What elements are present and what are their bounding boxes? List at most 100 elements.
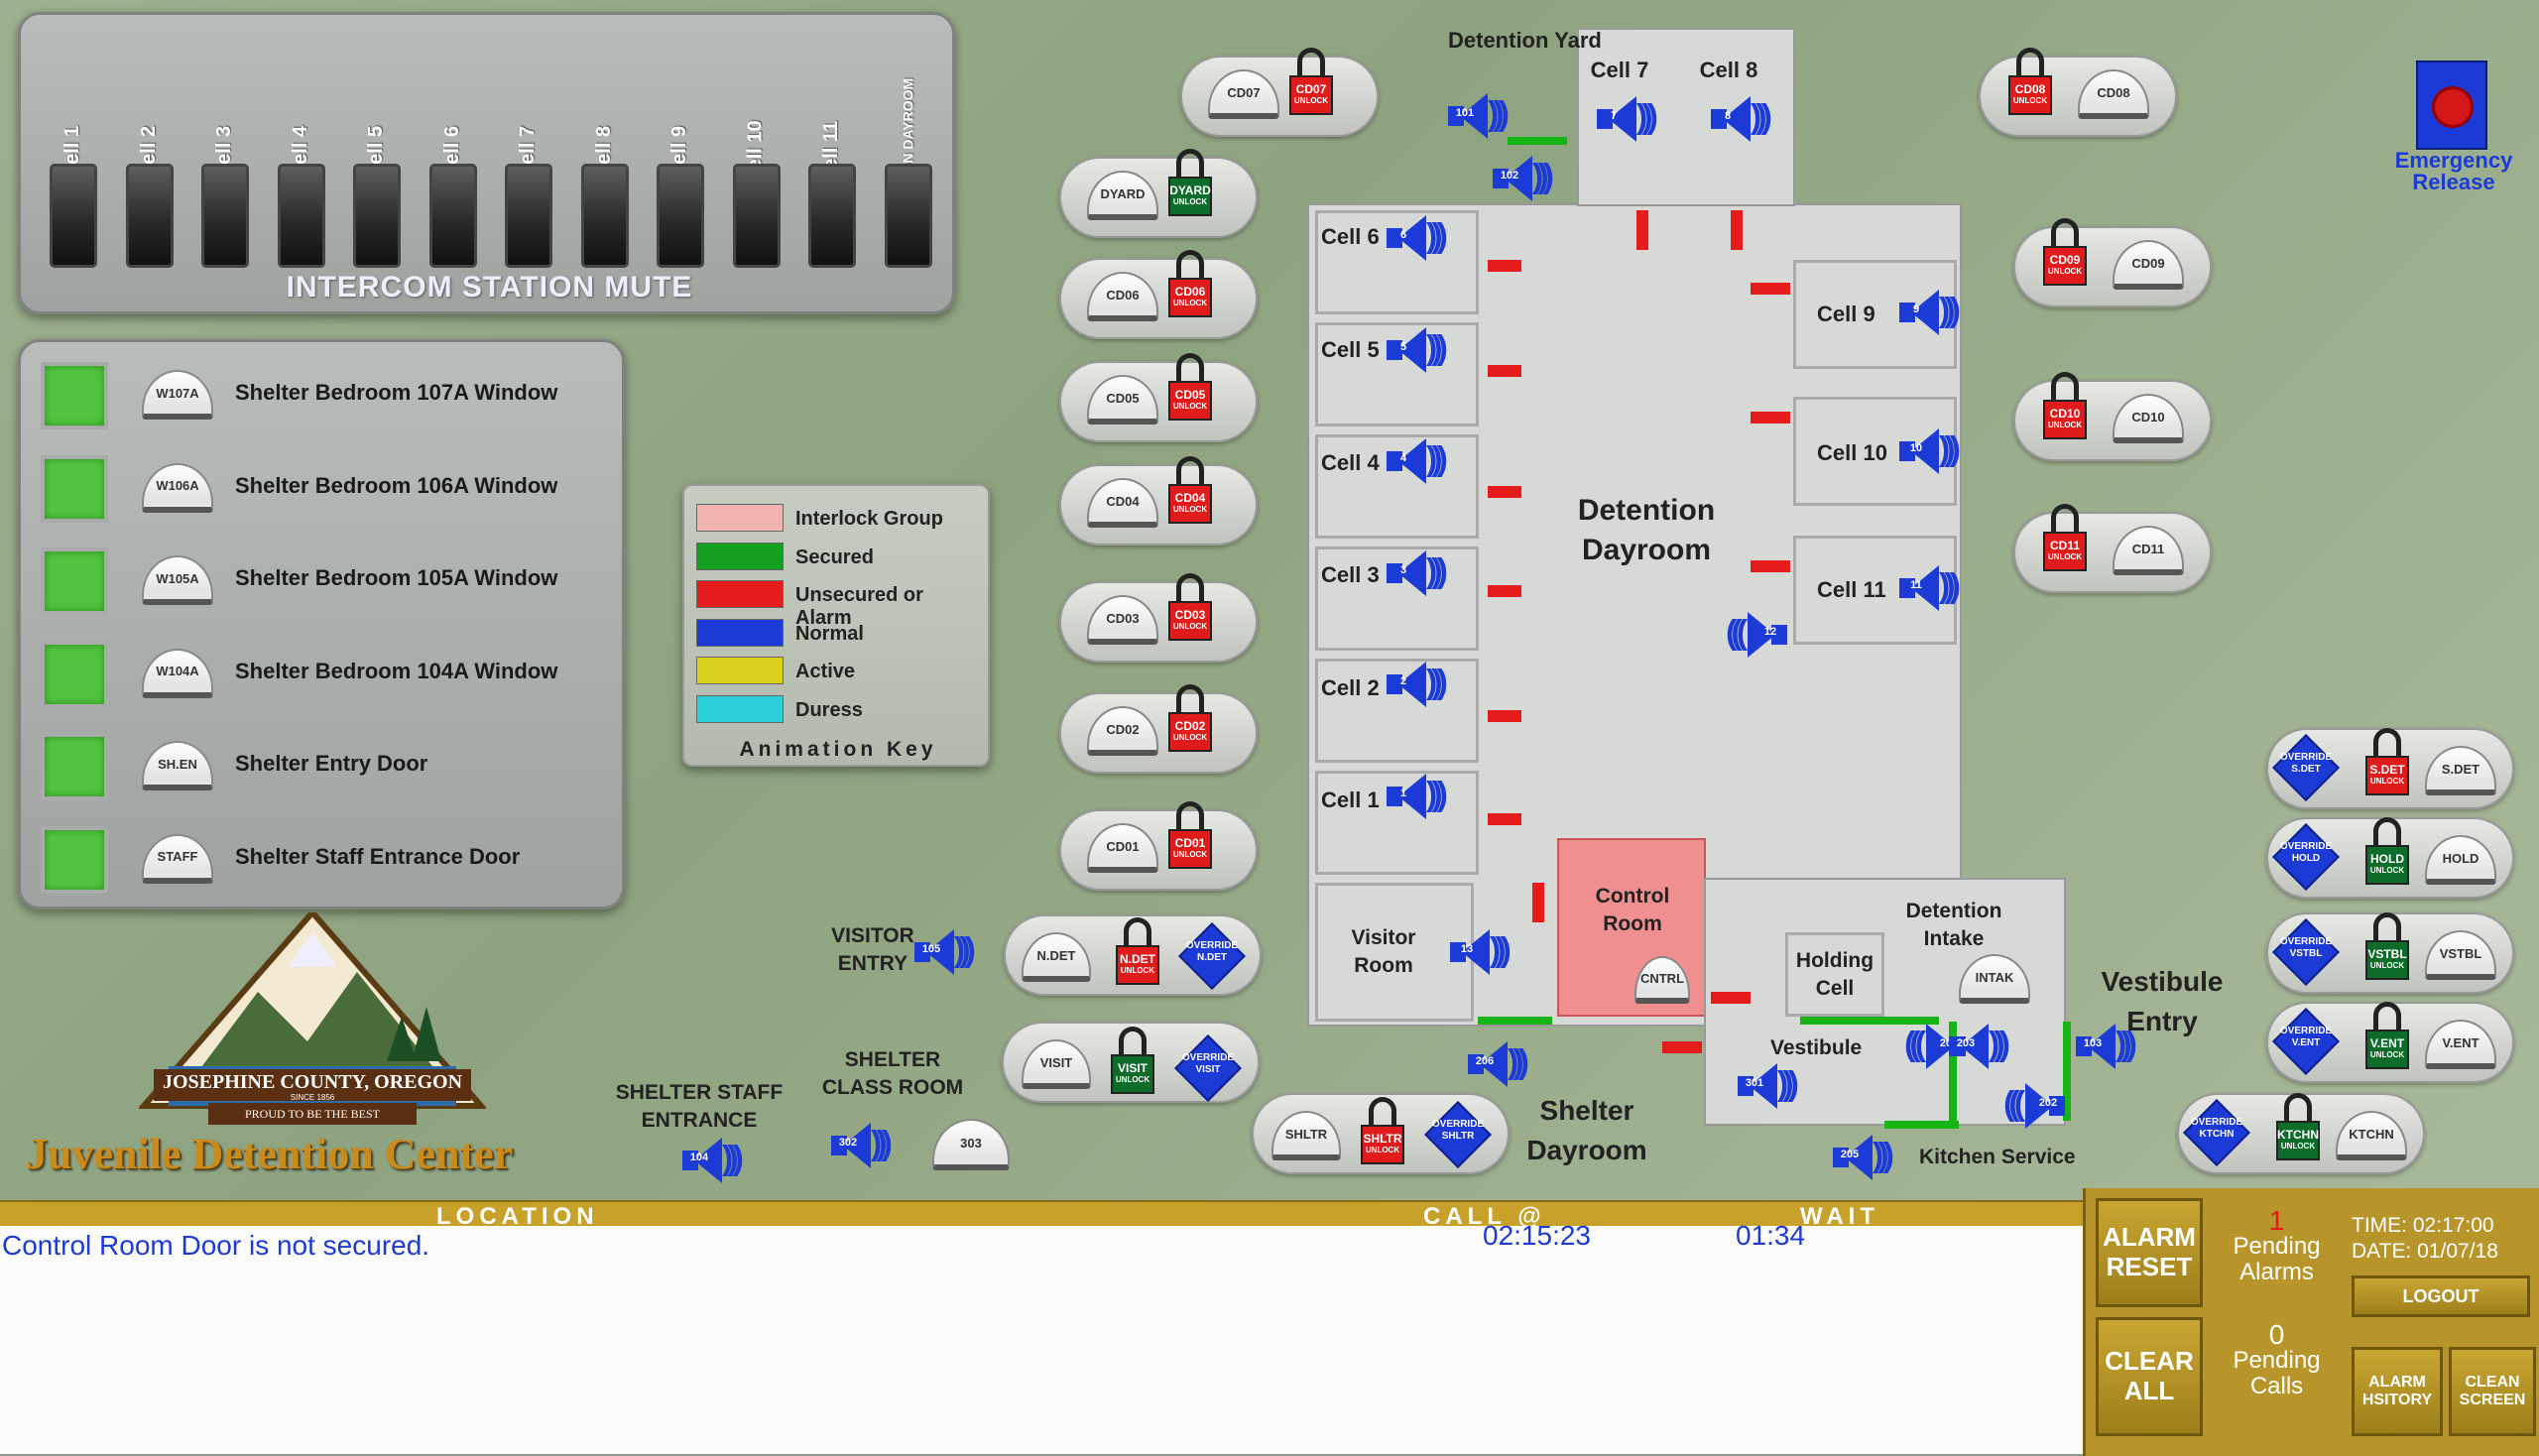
- intercom-mute-switch[interactable]: [732, 164, 781, 268]
- intercom-speaker-icon[interactable]: )))4: [1387, 436, 1458, 486]
- door-dome-button[interactable]: CD11: [2113, 526, 2184, 575]
- door-dome-button[interactable]: DYARD: [1087, 171, 1158, 220]
- shelter-door-status-button[interactable]: [41, 825, 108, 894]
- intercom-speaker-icon[interactable]: )))301: [1738, 1061, 1809, 1111]
- intercom-speaker-icon[interactable]: )))9: [1899, 288, 1971, 337]
- intercom-speaker-icon[interactable]: )))3: [1387, 548, 1458, 598]
- clean-screen-button[interactable]: CLEAN SCREEN: [2449, 1347, 2536, 1436]
- override-button[interactable]: OVERRIDE V.ENT: [2272, 1008, 2340, 1075]
- override-button[interactable]: OVERRIDE HOLD: [2272, 823, 2340, 891]
- door-dome-button[interactable]: CD09: [2113, 240, 2184, 290]
- intercom-speaker-icon[interactable]: )))1: [1387, 772, 1458, 821]
- door-dome-button[interactable]: STAFF: [142, 833, 213, 884]
- door-dome-button[interactable]: CNTRL: [1634, 956, 1690, 1004]
- intercom-speaker-icon[interactable]: )))5: [1387, 325, 1458, 375]
- intercom-speaker-icon[interactable]: )))202: [1994, 1081, 2065, 1131]
- intercom-mute-switch[interactable]: [505, 164, 552, 268]
- intercom-speaker-icon[interactable]: )))203: [1949, 1022, 2020, 1071]
- clear-all-button[interactable]: CLEAR ALL: [2096, 1317, 2203, 1436]
- intercom-speaker-icon[interactable]: )))6: [1387, 213, 1458, 263]
- override-button[interactable]: OVERRIDE VSTBL: [2272, 918, 2340, 986]
- alarm-row[interactable]: Control Room Door is not secured. 02:15:…: [0, 1220, 2083, 1266]
- intercom-mute-switch[interactable]: [884, 164, 932, 268]
- door-dome-button[interactable]: CD01: [1087, 823, 1158, 873]
- override-button[interactable]: OVERRIDE VISIT: [1174, 1034, 1242, 1102]
- door-dome-button[interactable]: W104A: [142, 648, 213, 698]
- intercom-mute-switch[interactable]: [277, 164, 325, 268]
- shelter-door-status-button[interactable]: [41, 640, 108, 708]
- door-dome-button[interactable]: CD04: [1087, 478, 1158, 528]
- intercom-speaker-icon[interactable]: )))11: [1899, 563, 1971, 613]
- door-dome-button[interactable]: W107A: [142, 370, 213, 420]
- door-dome-button[interactable]: CD02: [1087, 706, 1158, 756]
- shelter-door-status-button[interactable]: [41, 733, 108, 800]
- door-dome-button[interactable]: W106A: [142, 462, 213, 513]
- door-dome-button[interactable]: INTAK: [1959, 954, 2030, 1004]
- door-dome-button[interactable]: CD06: [1087, 272, 1158, 321]
- intercom-speaker-icon[interactable]: )))302: [831, 1121, 903, 1170]
- override-button[interactable]: OVERRIDE S.DET: [2272, 734, 2340, 801]
- logout-button[interactable]: LOGOUT: [2352, 1275, 2530, 1317]
- intercom-mute-switch[interactable]: [125, 164, 174, 268]
- override-button[interactable]: OVERRIDE N.DET: [1178, 922, 1246, 990]
- door-dome-button[interactable]: SHLTR: [1271, 1111, 1341, 1160]
- door-dome-button[interactable]: VSTBL: [2425, 930, 2496, 980]
- override-button[interactable]: OVERRIDE SHLTR: [1424, 1101, 1492, 1168]
- door-dome-button[interactable]: V.ENT: [2425, 1020, 2496, 1069]
- intercom-speaker-icon[interactable]: )))13: [1450, 927, 1521, 977]
- door-dome-button[interactable]: SH.EN: [142, 741, 213, 790]
- shelter-door-status-button[interactable]: [41, 454, 108, 523]
- intercom-mute-switch[interactable]: [201, 164, 249, 268]
- door-dome-button[interactable]: CD07: [1208, 69, 1279, 119]
- door-dome-button[interactable]: CD03: [1087, 595, 1158, 645]
- intercom-mute-switch[interactable]: [808, 164, 856, 268]
- door-dome-button[interactable]: 303: [932, 1119, 1010, 1170]
- intercom-speaker-icon[interactable]: )))105: [914, 927, 986, 977]
- intercom-mute-switch[interactable]: [657, 164, 704, 268]
- intercom-speaker-icon[interactable]: )))103: [2076, 1022, 2147, 1071]
- intercom-speaker-icon[interactable]: )))2: [1387, 660, 1458, 709]
- intercom-speaker-icon[interactable]: )))206: [1468, 1039, 1539, 1089]
- door-dome-button[interactable]: HOLD: [2425, 835, 2496, 885]
- override-button[interactable]: OVERRIDE KTCHN: [2183, 1099, 2250, 1166]
- alarm-history-button[interactable]: ALARM HSITORY: [2352, 1347, 2443, 1436]
- intercom-speaker-icon[interactable]: )))12: [1716, 610, 1787, 660]
- door-dome-button[interactable]: KTCHN: [2336, 1111, 2407, 1160]
- intercom-speaker-icon[interactable]: )))10: [1899, 426, 1971, 476]
- intercom-mute-switch[interactable]: [50, 164, 97, 268]
- intercom-speaker-icon[interactable]: )))7: [1597, 94, 1668, 144]
- door-dome-button[interactable]: N.DET: [1022, 932, 1091, 982]
- door-dome-button[interactable]: CD08: [2078, 69, 2149, 119]
- shelter-door-status-button[interactable]: [41, 362, 108, 429]
- intercom-speaker-icon[interactable]: )))8: [1711, 94, 1782, 144]
- intercom-mute-switch[interactable]: [428, 164, 477, 268]
- door-dome-button[interactable]: VISIT: [1022, 1039, 1091, 1089]
- door-dome-button[interactable]: CD10: [2113, 394, 2184, 443]
- intercom-speaker-icon[interactable]: )))102: [1493, 154, 1564, 203]
- intercom-speaker-icon[interactable]: )))101: [1448, 91, 1519, 141]
- shelter-door-status-button[interactable]: [41, 547, 108, 615]
- emergency-release-button[interactable]: Emergency Release: [2384, 55, 2523, 193]
- alarm-reset-button[interactable]: ALARM RESET: [2096, 1198, 2203, 1307]
- door-dome-button[interactable]: S.DET: [2425, 746, 2496, 795]
- intercom-mute-switch[interactable]: [580, 164, 629, 268]
- door-dome-button[interactable]: W105A: [142, 555, 213, 605]
